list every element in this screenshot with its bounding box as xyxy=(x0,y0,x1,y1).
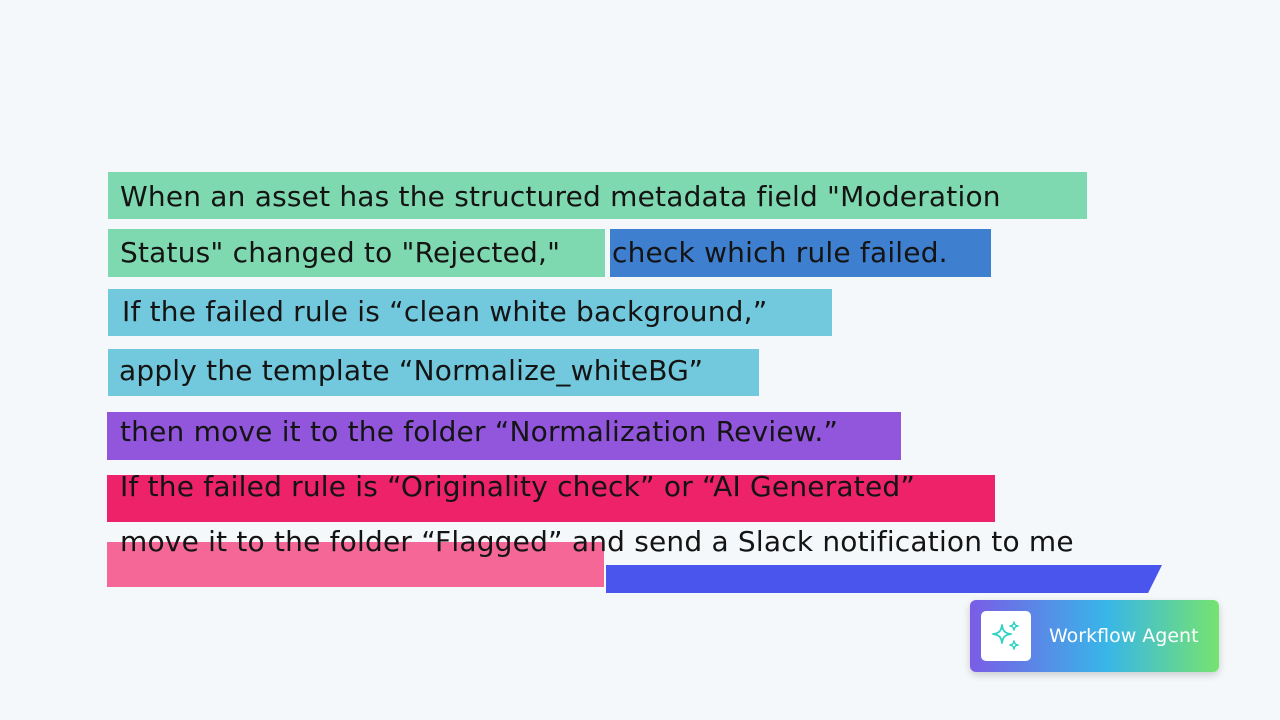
workflow-agent-label: Workflow Agent xyxy=(1049,625,1199,647)
highlight-line-2-start xyxy=(108,229,605,277)
instruction-line-6: If the failed rule is “Originality check… xyxy=(120,470,916,503)
highlight-line-7-start xyxy=(107,542,604,587)
highlight-line-1 xyxy=(108,172,1087,219)
instruction-line-4: apply the template “Normalize_whiteBG” xyxy=(119,354,704,387)
sparkles-icon-glyph xyxy=(992,621,1019,650)
instruction-line-7: move it to the folder “Flagged” and send… xyxy=(120,525,1074,558)
instruction-line-5: then move it to the folder “Normalizatio… xyxy=(120,415,839,448)
highlight-line-7-end xyxy=(606,565,1162,593)
highlight-line-2-end xyxy=(610,229,991,277)
instruction-line-2-end: check which rule failed. xyxy=(612,236,948,269)
instruction-line-3: If the failed rule is “clean white backg… xyxy=(122,295,768,328)
highlight-line-6 xyxy=(107,475,995,522)
instruction-line-2-start: Status" changed to "Rejected," xyxy=(120,236,561,269)
highlight-line-4 xyxy=(108,349,759,396)
sparkles-icon xyxy=(981,611,1031,661)
highlight-line-3 xyxy=(108,289,832,336)
highlight-line-5 xyxy=(107,412,901,460)
instruction-line-1: When an asset has the structured metadat… xyxy=(120,180,1001,213)
workflow-agent-button[interactable]: Workflow Agent xyxy=(970,600,1219,672)
